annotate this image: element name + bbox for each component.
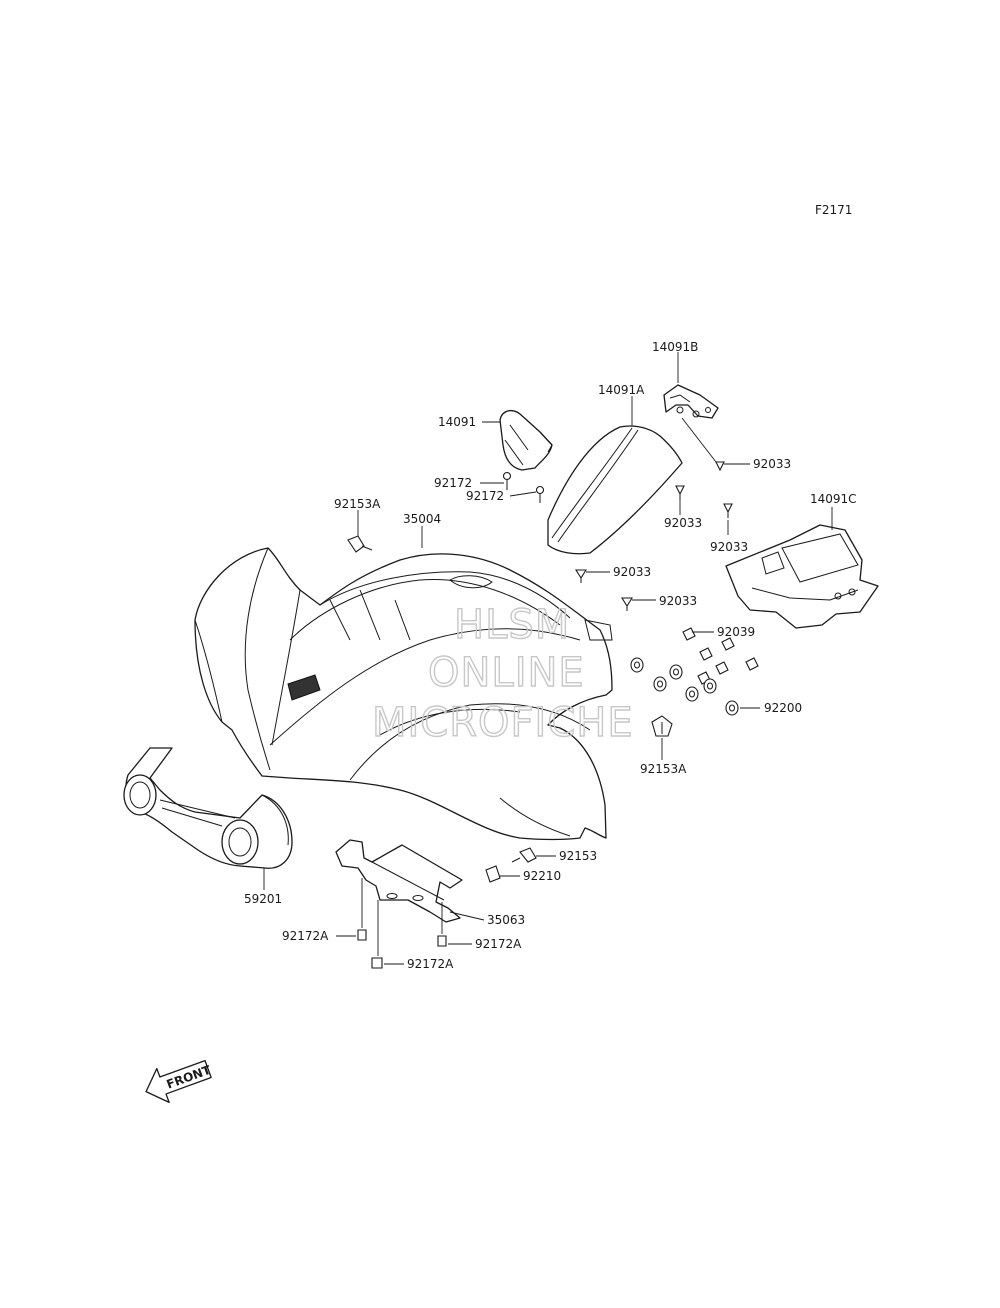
callout-14091A: 14091A xyxy=(598,383,645,397)
watermark: HLSM ONLINE MICROFICHE xyxy=(371,601,634,746)
callout-labels: 14091B 14091A 14091 92033 92172 92172 92… xyxy=(244,340,857,971)
callout-92200: 92200 xyxy=(764,701,802,715)
callout-92153: 92153 xyxy=(559,849,597,863)
callout-92172: 92172 xyxy=(434,476,472,490)
washers-92200[interactable] xyxy=(630,657,739,716)
cover-14091[interactable] xyxy=(499,409,553,471)
front-fender-35004[interactable] xyxy=(194,547,613,841)
callout-92172A: 92172A xyxy=(407,957,454,971)
nut-92210[interactable] xyxy=(485,865,501,883)
callout-59201: 59201 xyxy=(244,892,282,906)
headlight-assembly-59201[interactable] xyxy=(123,747,293,869)
callout-14091B: 14091B xyxy=(652,340,698,354)
bolt-92153A-right[interactable] xyxy=(651,715,673,737)
screw-92172-upper[interactable] xyxy=(502,471,512,491)
callout-35063: 35063 xyxy=(487,913,525,927)
bracket-14091C[interactable] xyxy=(725,524,879,629)
callout-92172A: 92172A xyxy=(475,937,522,951)
bolt-92153[interactable] xyxy=(511,847,537,863)
bolts-92039[interactable] xyxy=(682,627,759,685)
callout-92210: 92210 xyxy=(523,869,561,883)
watermark-line-1: HLSM xyxy=(454,602,570,648)
cover-14091A[interactable] xyxy=(547,425,683,555)
watermark-line-2: ONLINE xyxy=(428,650,585,696)
bracket-35063[interactable] xyxy=(335,839,463,923)
callout-92033: 92033 xyxy=(710,540,748,554)
callout-92172: 92172 xyxy=(466,489,504,503)
clip-92033-lower-b[interactable] xyxy=(621,597,633,611)
figure-code: F2171 xyxy=(815,203,852,217)
callout-14091C: 14091C xyxy=(810,492,857,506)
screw-92172A-bottom[interactable] xyxy=(371,957,383,969)
screw-92172-lower[interactable] xyxy=(535,485,545,504)
bolt-92153A-left[interactable] xyxy=(347,535,373,553)
fasteners xyxy=(347,461,759,969)
front-arrow: FRONT xyxy=(145,1059,213,1104)
callout-92033: 92033 xyxy=(753,457,791,471)
callout-92033: 92033 xyxy=(664,516,702,530)
clip-92033-lower-a[interactable] xyxy=(575,569,587,583)
bracket-14091B[interactable] xyxy=(663,384,719,419)
clip-92033-top[interactable] xyxy=(715,461,725,472)
screw-92172A-right[interactable] xyxy=(437,935,447,947)
callout-92153A: 92153A xyxy=(334,497,381,511)
clip-92033-mid[interactable] xyxy=(675,485,685,500)
callout-92033: 92033 xyxy=(659,594,697,608)
callout-92153A: 92153A xyxy=(640,762,687,776)
callout-35004: 35004 xyxy=(403,512,441,526)
callout-92172A: 92172A xyxy=(282,929,329,943)
callout-14091: 14091 xyxy=(438,415,476,429)
leader-lines xyxy=(263,352,833,965)
screw-92172A-left[interactable] xyxy=(357,929,367,941)
callout-92039: 92039 xyxy=(717,625,755,639)
callout-92033: 92033 xyxy=(613,565,651,579)
clip-92033-right[interactable] xyxy=(723,503,733,518)
watermark-line-3: MICROFICHE xyxy=(372,700,634,746)
